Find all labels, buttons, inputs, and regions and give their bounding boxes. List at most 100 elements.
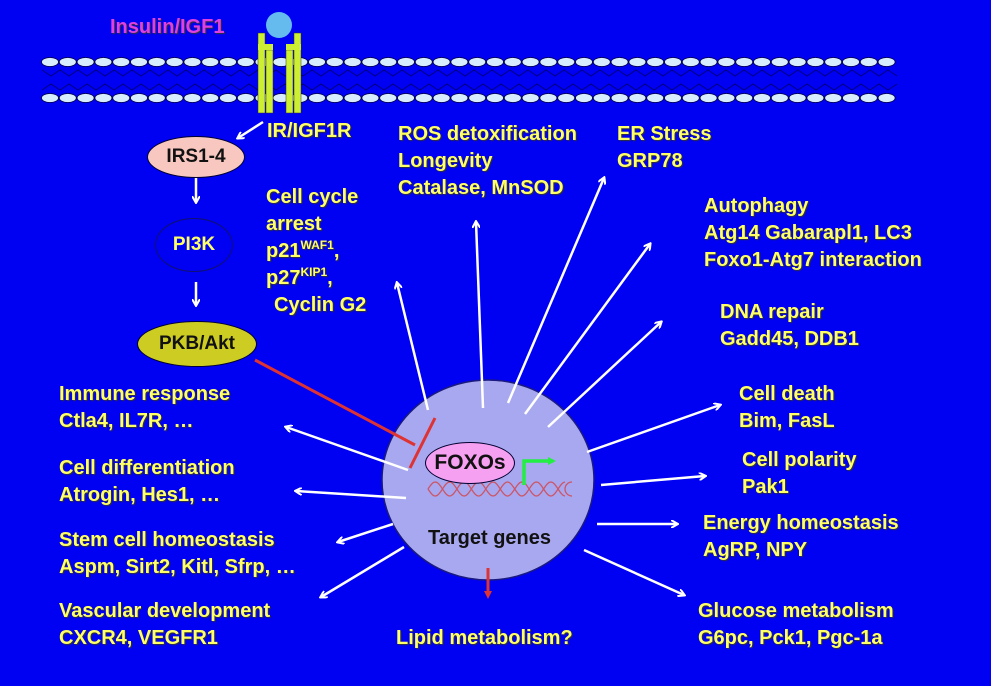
cell-polarity-label: Cell polarity Pak1 — [742, 449, 857, 498]
lipid-head — [201, 93, 220, 103]
lipid-head — [646, 57, 665, 67]
transcription-arrow-icon — [522, 457, 556, 485]
cell-polarity-arrow — [600, 476, 705, 487]
immune-arrow — [286, 427, 409, 472]
lipid-head — [877, 93, 896, 103]
ros-label: ROS detoxification Longevity Catalase, M… — [398, 123, 577, 199]
lipid-head — [592, 93, 611, 103]
lipid-head — [628, 57, 647, 67]
receptor — [257, 32, 302, 114]
lipid-head — [503, 93, 522, 103]
lipid-head — [76, 93, 95, 103]
stem-cell-arrow — [338, 522, 394, 542]
lipid-head — [94, 93, 113, 103]
lipid-head — [41, 57, 59, 67]
lipid-head — [165, 57, 184, 67]
lipid-head — [414, 93, 433, 103]
lipid-head — [76, 57, 95, 67]
akt-inhibition-line — [254, 358, 416, 447]
lipid-head — [610, 57, 629, 67]
lipid-head — [735, 93, 754, 103]
lipid-head — [450, 57, 469, 67]
lipid-head — [183, 93, 202, 103]
ligand-icon — [266, 12, 292, 38]
cell-death-arrow — [586, 405, 720, 454]
irs-node: IRS1-4 — [147, 136, 245, 178]
lipid-head — [877, 57, 896, 67]
lipid-head — [147, 57, 166, 67]
dna-repair-arrow — [547, 322, 661, 428]
differentiation-label: Cell differentiation Atrogin, Hes1, … — [59, 457, 235, 506]
lipid-head — [58, 93, 77, 103]
lipid-head — [325, 57, 344, 67]
lipid-head — [343, 57, 362, 67]
lipid-head — [859, 57, 878, 67]
akt-node: PKB/Akt — [137, 321, 257, 367]
inhibition-bar — [408, 417, 437, 469]
lipid-head — [201, 57, 220, 67]
lipid-head — [735, 57, 754, 67]
er-stress-label: ER Stress GRP78 — [617, 123, 712, 172]
target-genes-label: Target genes — [428, 527, 551, 549]
lipid-head — [717, 93, 736, 103]
lipid-head — [806, 57, 825, 67]
lipid-head — [842, 93, 860, 103]
lipid-head — [806, 93, 825, 103]
lipid-head — [699, 57, 718, 67]
cell-cycle-label: Cell cycle arrest p21WAF1, p27KIP1, Cycl… — [266, 186, 367, 316]
lipid-head — [361, 93, 380, 103]
lipid-head — [308, 93, 326, 103]
pi3k-label: PI3K — [172, 234, 216, 255]
cell-membrane — [41, 57, 898, 103]
lipid-head — [557, 93, 576, 103]
vascular-arrow — [321, 545, 405, 597]
lipid-head — [699, 93, 718, 103]
lipid-head — [521, 93, 540, 103]
lipid-head — [325, 93, 344, 103]
lipid-head — [432, 93, 451, 103]
output-arrows — [286, 178, 720, 597]
er-arrow — [506, 178, 604, 404]
lipid-head — [592, 57, 611, 67]
autophagy-arrow — [523, 244, 650, 415]
lipid-head — [664, 93, 682, 103]
lipid-head — [681, 57, 700, 67]
lipid-head — [664, 57, 682, 67]
energy-label: Energy homeostasis AgRP, NPY — [703, 512, 899, 561]
ligand-label: Insulin/IGF1 — [110, 16, 225, 38]
lipid-head — [753, 93, 771, 103]
lipid-head — [610, 93, 629, 103]
lipid-tail — [41, 69, 898, 77]
lipid-tail — [41, 83, 898, 91]
lipid-head — [646, 93, 665, 103]
dna-strand — [427, 481, 566, 497]
vascular-label: Vascular development CXCR4, VEGFR1 — [59, 600, 271, 649]
lipid-head — [842, 57, 860, 67]
lipid-head — [486, 57, 504, 67]
lipid-head — [236, 93, 255, 103]
lipid-head — [112, 93, 131, 103]
cell-cycle-arrow — [397, 283, 430, 411]
receptor-label: IR/IGF1R — [267, 120, 352, 142]
lipid-head — [397, 57, 415, 67]
lipid-head — [788, 93, 807, 103]
lipid-head — [219, 93, 237, 103]
lipid-head — [236, 57, 255, 67]
lipid-head — [361, 57, 380, 67]
lipid-head — [575, 93, 593, 103]
immune-label: Immune response Ctla4, IL7R, … — [59, 383, 231, 432]
dna-strand — [427, 481, 566, 497]
lipid-head — [539, 93, 558, 103]
dna-helix-icon — [427, 481, 573, 497]
lipid-head — [717, 57, 736, 67]
glucose-label: Glucose metabolism G6pc, Pck1, Pgc-1a — [698, 600, 894, 649]
stem-cell-label: Stem cell homeostasis Aspm, Sirt2, Kitl,… — [59, 529, 296, 578]
lipid-label: Lipid metabolism? — [396, 627, 573, 649]
lipid-head — [628, 93, 647, 103]
lipid-head — [432, 57, 451, 67]
lipid-head — [770, 57, 789, 67]
lipid-head — [130, 93, 148, 103]
lipid-head — [165, 93, 184, 103]
foxo-label: FOXOs — [434, 451, 506, 474]
lipid-head — [681, 93, 700, 103]
